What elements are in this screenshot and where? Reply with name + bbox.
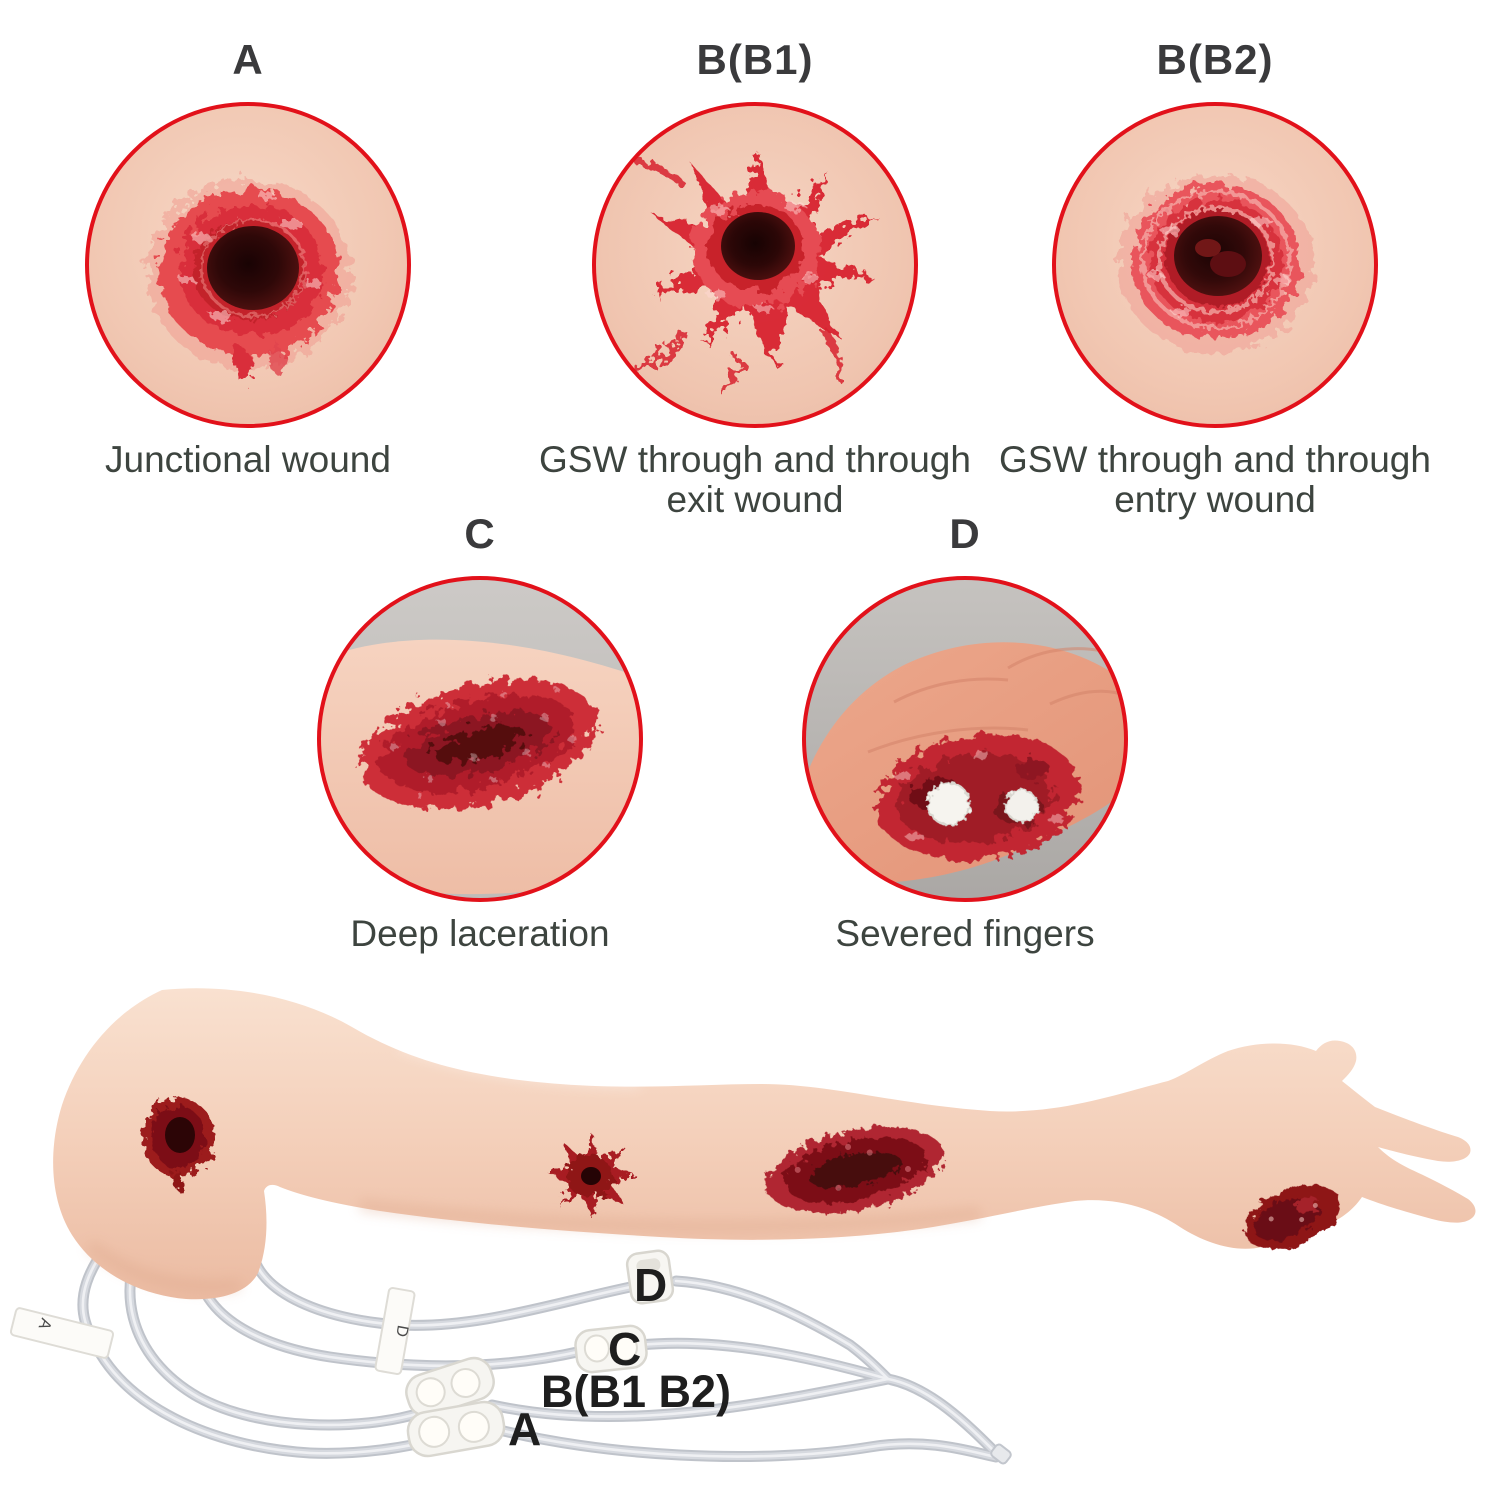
- wound-caption-c: Deep laceration: [350, 913, 610, 954]
- wound-label-b2: B(B2): [1156, 36, 1274, 83]
- tube-tag-d: D: [374, 1287, 416, 1375]
- red-circle-frame: [317, 576, 643, 902]
- tube-clamp-a: [406, 1400, 506, 1458]
- red-circle-frame: [592, 102, 918, 428]
- figure-gsw-entry-wound: B(B2): [985, 32, 1445, 520]
- wound-label-d: D: [949, 510, 981, 557]
- red-circle-frame: [85, 102, 411, 428]
- arm-silhouette: [53, 988, 1476, 1300]
- wound-photo-gsw-exit: [588, 98, 922, 432]
- red-circle-frame: [1052, 102, 1378, 428]
- arm-model-photo: A D: [0, 985, 1500, 1500]
- arm-wound-severed: [1244, 1184, 1340, 1250]
- figure-deep-laceration: C: [250, 506, 710, 954]
- wound-label-b1: B(B1): [696, 36, 814, 83]
- bone-fragments: [926, 781, 1039, 826]
- wound-photo-severed-fingers: [798, 572, 1132, 906]
- wound-photo-junctional: [81, 98, 415, 432]
- tube-end-connector: [990, 1443, 1012, 1465]
- figure-severed-fingers: D: [735, 506, 1195, 954]
- wound-photo-gsw-entry: [1048, 98, 1382, 432]
- wound-label-c: C: [464, 510, 496, 557]
- tube-label-b: B(B1 B2): [541, 1366, 732, 1417]
- tube-clamp-d: [625, 1249, 675, 1305]
- tube-label-a: A: [508, 1403, 542, 1455]
- arm-wound-laceration: [766, 1126, 944, 1214]
- wound-caption-a: Junctional wound: [105, 439, 391, 480]
- red-circle-frame: [802, 576, 1128, 902]
- figure-junctional-wound: A: [78, 32, 418, 480]
- tube-tag-a: A: [9, 1307, 115, 1359]
- svg-text:D: D: [392, 1324, 411, 1338]
- tube-clamp-b: [405, 1356, 495, 1418]
- wound-photo-laceration: [313, 572, 647, 906]
- arm-wound-junctional: [142, 1097, 214, 1191]
- tube-label-d: D: [634, 1259, 668, 1311]
- wound-caption-d: Severed fingers: [835, 913, 1095, 954]
- wound-label-a: A: [232, 36, 264, 83]
- figure-gsw-exit-wound: B(B1): [525, 32, 985, 520]
- tube-clamp-c: [574, 1324, 648, 1374]
- tube-label-c: C: [608, 1323, 642, 1375]
- arm-wound-gsw: [546, 1133, 636, 1219]
